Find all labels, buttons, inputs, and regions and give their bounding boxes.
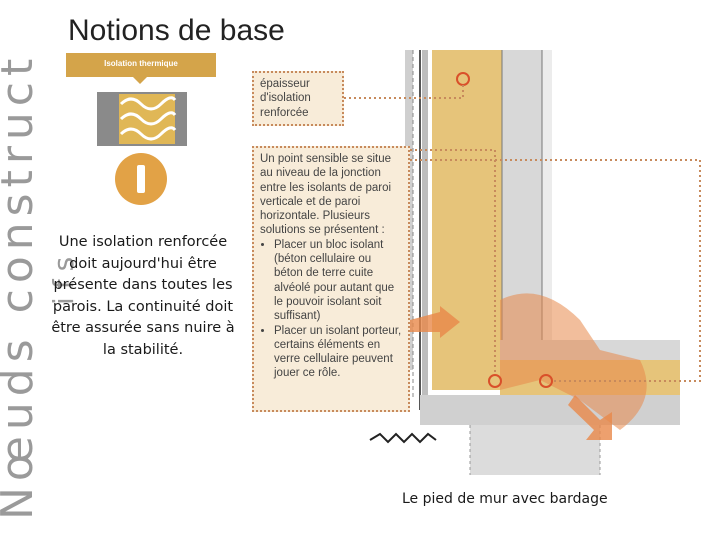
callout-junction: Un point sensible se situe au niveau de … [252,146,410,412]
isolation-banner: Isolation thermique [66,53,216,84]
wall-insulation [432,50,502,390]
foundation [470,425,600,475]
insulation-icon [115,153,167,205]
page-title: Notions de base [68,14,285,47]
heat-arrow-right [568,395,612,440]
callout-insulation-thickness: épaisseur d'isolation renforcée [252,71,344,126]
callout-junction-intro: Un point sensible se situe au niveau de … [260,153,392,237]
heat-flow-area [500,293,647,430]
marker-2 [488,374,502,388]
main-text: Une isolation renforcée doit aujourd'hui… [51,234,235,358]
insulation-sample-image [97,92,187,146]
callout-junction-item: Placer un isolant porteur, certains élém… [274,324,402,381]
diagram-caption: Le pied de mur avec bardage [402,491,608,507]
marker-3 [539,374,553,388]
callout-junction-item: Placer un bloc isolant (béton cellulaire… [274,238,402,324]
heat-arrow-left [410,306,460,338]
